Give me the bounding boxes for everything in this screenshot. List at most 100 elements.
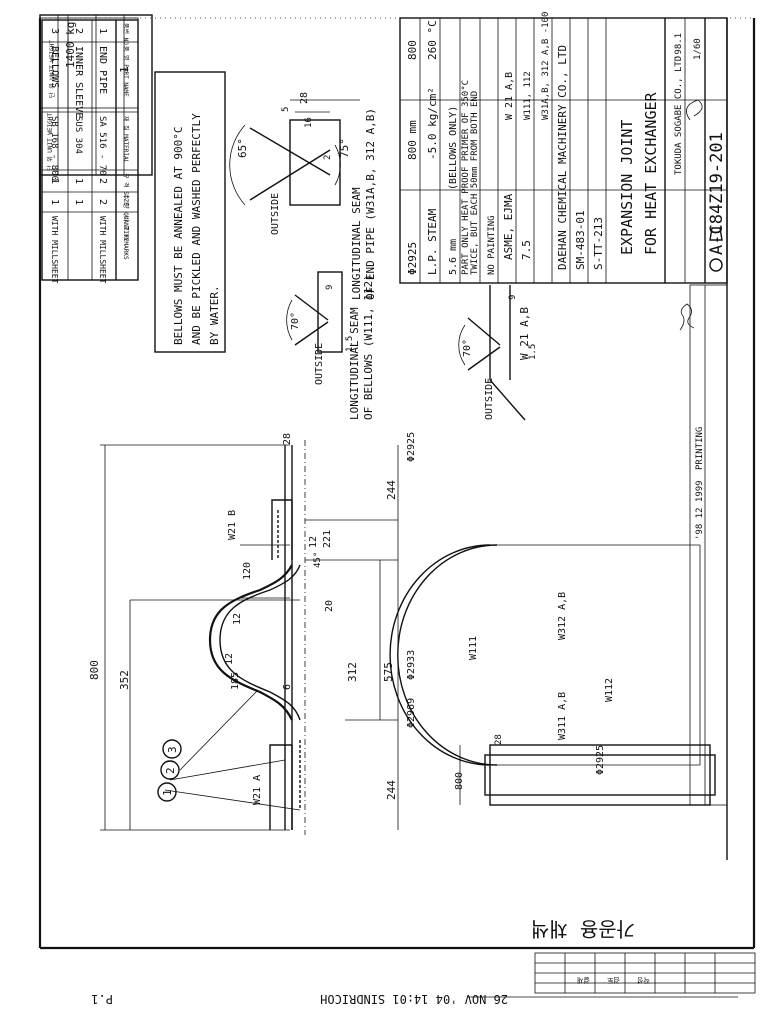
svg-text:END PIPE: END PIPE — [97, 46, 108, 94]
thickness-28: 28 — [282, 433, 293, 445]
spec-rt-2: W31A,B, 312 A,B -100 — [541, 12, 551, 120]
end-view: W111 W112 W311 A,B W312 A,B 28 Φ2925 800 — [389, 544, 716, 806]
svg-text:1: 1 — [49, 199, 60, 205]
svg-text:2: 2 — [97, 199, 108, 205]
projection-symbol-icon — [709, 258, 723, 272]
svg-text:1: 1 — [49, 178, 60, 184]
item-number: S-TT-213 — [592, 217, 605, 270]
dim-end-244-right: 244 — [385, 480, 398, 500]
spec-pressure-test: 7.5 — [520, 240, 533, 260]
svg-text:1: 1 — [73, 178, 84, 184]
detail-w21: 70° 9 1.5 OUTSIDE W 21 A,B — [458, 285, 538, 421]
pipe-dim-28: 28 — [299, 92, 310, 104]
customer-name: DAEHAN CHEMICAL MACHINERY CO., LTD — [556, 45, 569, 270]
note-line-3: BY WATER. — [208, 285, 221, 345]
end-view-w312: W312 A,B — [557, 592, 568, 640]
dia-2925-top: Φ2925 — [406, 432, 417, 462]
pipe-seam-subtitle: OF END PIPE (W31A,B, 312 A,B) — [364, 108, 377, 300]
paint-line-1: PART ONLY HEAT PROOF PRIMER OF 350°C — [461, 80, 471, 275]
spec-diameter: Φ2925 — [406, 242, 419, 275]
approval-col-2: 검토 — [607, 976, 620, 984]
balloon-3 — [162, 739, 182, 759]
end-view-dim-28: 28 — [494, 734, 504, 745]
w21-dim-1-5: 1.5 — [528, 344, 538, 360]
drawing-title-line-2: FOR HEAT EXCHANGER — [642, 91, 660, 255]
company-name: TOKUDA SOGABE CO., LTD — [674, 56, 684, 175]
pipe-dim-16: 16 — [304, 117, 314, 128]
detail-end-pipe-seam: 65° 75° 28 16 5 2 OUTSIDE LONGITUDINAL S… — [229, 92, 377, 300]
note-line-1: BELLOWS MUST BE ANNEALED AT 900°C — [172, 126, 185, 345]
handwritten-note-text: 가공용 채색 — [531, 917, 635, 941]
svg-text:2: 2 — [73, 28, 84, 34]
svg-text:SB 168 - 800: SB 168 - 800 — [49, 116, 59, 181]
paint-line-2: TWICE, BUT EACH 50mm FROM BOTH END — [470, 91, 480, 275]
title-block: Φ2925 800 mm 800 L.P. STEAM -5.0 kg/cm² … — [399, 12, 728, 284]
end-view-height-800: 800 — [454, 772, 465, 790]
weld-w21b-label: W21 B — [227, 510, 238, 540]
radius-12-c: 12 — [308, 536, 319, 548]
col-remarks-header: 비 고 REMARKS — [122, 216, 130, 260]
approval-col-3: 작성 — [637, 976, 650, 985]
dim-312: 312 — [346, 662, 359, 682]
table-row: 2 INNER SLEEVE SUS 304 1 1 — [73, 28, 84, 205]
angle-45: 45° — [313, 552, 323, 568]
unit-weight-label: 단 위 UNIT WEIGHT — [48, 40, 56, 98]
fax-page-number: P.1 — [91, 992, 113, 1006]
main-section: 800 352 244 244 312 575 12 12 12 185 6 2… — [88, 432, 417, 835]
w21-title: W 21 A,B — [518, 307, 531, 360]
radius-185: 185 — [230, 672, 241, 690]
end-view-dia-2925: Φ2925 — [595, 745, 606, 775]
svg-text:INNER SLEEVE: INNER SLEEVE — [73, 46, 84, 118]
end-view-w111: W111 — [468, 636, 479, 660]
thickness-6: 6 — [282, 684, 293, 690]
weight-strip: 단 위 UNIT WEIGHT 1400 kg 1 — [39, 17, 139, 109]
pipe-dim-2: 2 — [323, 155, 333, 160]
drawing-number: A-C84Z19-201 — [707, 132, 727, 255]
spec-axial: 5.6 mm — [448, 239, 459, 275]
detail-bellows-seam: 70° 9 1.5 OUTSIDE LONGITUDINAL SEAM OF B… — [286, 271, 375, 420]
svg-text:1: 1 — [97, 28, 108, 34]
pipe-angle-75: 75° — [338, 138, 351, 158]
col-size-header: 규 격 SIZE — [122, 173, 129, 206]
dim-overall-800: 800 — [88, 660, 101, 680]
svg-text:2: 2 — [97, 178, 108, 184]
signature-marks — [679, 99, 703, 331]
bellows-angle-70: 70° — [290, 312, 301, 330]
dim-120: 120 — [242, 562, 253, 580]
svg-text:SA 516 - 70: SA 516 - 70 — [97, 116, 107, 176]
spec-fluid: L.P. STEAM — [426, 208, 439, 275]
drawing-title-line-1: EXPANSION JOINT — [618, 120, 636, 255]
unit-weight-value: 1400 kg — [64, 22, 77, 68]
svg-text:SUS 304: SUS 304 — [73, 116, 83, 154]
projection-cone-icon — [709, 227, 723, 241]
radius-12-b: 12 — [224, 653, 235, 665]
spec-rt: W111, 112 — [523, 71, 533, 120]
col-name-header: 품 명 PART NAME — [122, 46, 130, 97]
bellows-dim-9: 9 — [325, 285, 335, 290]
w21-angle: 70° — [462, 339, 473, 357]
svg-text:WITH MILLSHEET: WITH MILLSHEET — [98, 216, 107, 284]
sheet-value: 1 — [118, 66, 131, 73]
spec-code: ASME, EJMA — [502, 193, 515, 260]
spec-bellows-only: (BELLOWS ONLY) — [448, 106, 459, 190]
drawing-date: '98.1 — [674, 33, 684, 60]
approval-table: 결재 검토 작성 — [534, 952, 756, 994]
svg-text:WITH MILLSHEET: WITH MILLSHEET — [50, 216, 59, 284]
table-row: 3 BELLOWS SB 168 - 800 1 1 WITH MILLSHEE… — [49, 28, 60, 284]
paint-line-3: NO PAINTING — [487, 215, 497, 275]
balloon-2-label: 2 — [164, 767, 177, 774]
bellows-seam-subtitle: OF BELLOWS (W111, 112) — [362, 274, 375, 420]
notes-box: BELLOWS MUST BE ANNEALED AT 900°C AND BE… — [154, 71, 226, 353]
pipe-dim-5: 5 — [281, 107, 291, 112]
revision-date: '98 12 1999 — [695, 480, 705, 540]
order-number: SM-483-01 — [574, 210, 587, 270]
dia-2933: Φ2933 — [406, 650, 417, 680]
bellows-outside-label: OUTSIDE — [314, 343, 325, 385]
thickness-20: 20 — [324, 600, 335, 612]
col-no-header: 품번 NO — [122, 23, 130, 45]
bellows-dim-1-5: 1.5 — [345, 336, 355, 352]
unit-weight-header: 단 위 UNIT WEIGHT — [46, 113, 54, 171]
fax-header: 26 NOV '04 14:01 SINDRICOH P.1 — [91, 992, 738, 1006]
col-qty-header: 수 량 QUANTITY — [122, 194, 129, 242]
